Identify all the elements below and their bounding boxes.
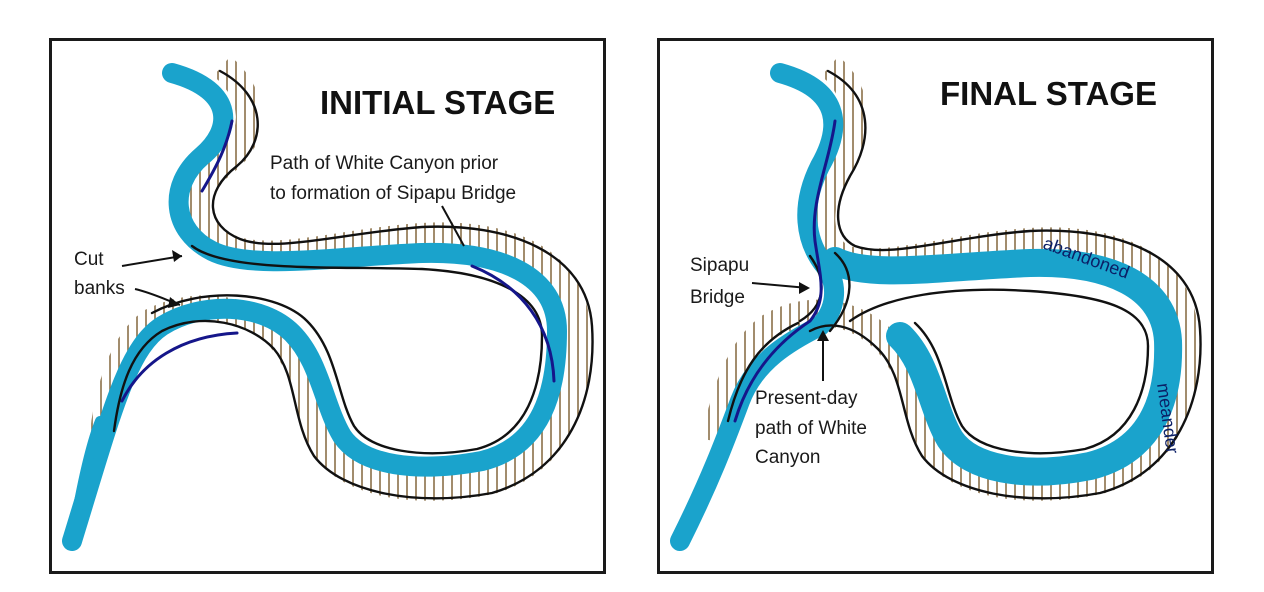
thalweg-lower-left xyxy=(120,331,239,403)
thalweg-right xyxy=(470,264,556,383)
path-pointer-line xyxy=(441,205,465,247)
canyon-inner-bank xyxy=(848,288,1150,455)
present-day-label-line3: Canyon xyxy=(755,447,821,468)
canyon-inner-bank xyxy=(150,244,544,455)
present-day-label-line1: Present-day xyxy=(755,388,858,409)
canyon-lower-bank xyxy=(726,321,800,423)
present-day-arrow xyxy=(817,330,829,381)
thalweg-upper xyxy=(200,119,234,193)
canyon-outer-bank xyxy=(808,69,1202,500)
cut-banks-label-line1: Cut xyxy=(74,249,104,270)
canyon-outer-bank xyxy=(112,69,594,500)
present-day-label-line2: path of White xyxy=(755,418,867,439)
sipapu-bridge-label-line1: Sipapu xyxy=(690,255,749,276)
cut-banks-label-line2: banks xyxy=(74,278,125,299)
final-stage-diagram: FINAL STAGE Sipapu Bridge Present-day pa… xyxy=(670,56,1202,551)
path-label-line2: to formation of Sipapu Bridge xyxy=(270,183,516,204)
cut-bank-arrow-lower xyxy=(134,288,181,308)
final-stage-panel: FINAL STAGE Sipapu Bridge Present-day pa… xyxy=(657,38,1214,574)
panel-title: FINAL STAGE xyxy=(940,75,1157,112)
initial-stage-panel: INITIAL STAGE Path of White Canyon prior… xyxy=(49,38,606,574)
white-canyon-river xyxy=(62,63,567,551)
initial-stage-diagram: INITIAL STAGE Path of White Canyon prior… xyxy=(62,56,594,551)
abandoned-meander xyxy=(821,247,1183,486)
river-lower-widening xyxy=(67,416,105,546)
canyon-wall-hatching xyxy=(702,56,1199,501)
thalweg-channel xyxy=(733,119,837,423)
sipapu-bridge-arrow xyxy=(751,282,810,294)
panel-title: INITIAL STAGE xyxy=(320,84,555,121)
sipapu-bridge-label-line2: Bridge xyxy=(690,287,745,308)
cut-bank-arrow-upper xyxy=(121,250,183,267)
path-label-line1: Path of White Canyon prior xyxy=(270,153,499,174)
